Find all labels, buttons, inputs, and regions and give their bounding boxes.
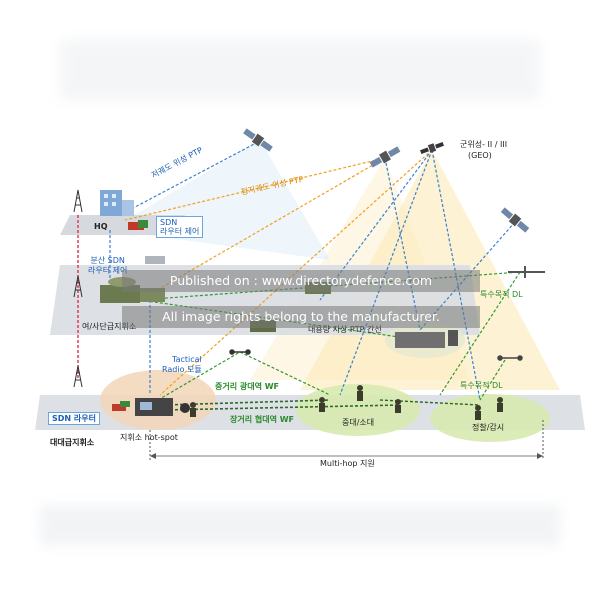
hq-label: HQ: [94, 222, 108, 231]
geo-link-hq: [124, 157, 386, 221]
company-label: 중대/소대: [342, 418, 375, 427]
battalion-router-icon: [120, 401, 130, 407]
division-cp-label: 여/사단급지휘소: [82, 322, 137, 331]
company-area: [296, 384, 420, 436]
long-range-wf-label: 장거리 협대역 WF: [230, 415, 295, 424]
background-blur-top: [60, 40, 540, 100]
multihop-arrow-left: [150, 453, 156, 459]
geo-satellite-icon: [420, 142, 444, 154]
cp-drone-link: [157, 351, 241, 401]
watermark-line-2: All image rights belong to the manufactu…: [122, 306, 480, 328]
large-ground-ptp-label: 대용량 지상 PTP 간선: [308, 325, 382, 334]
sdn-router-icon: [138, 220, 148, 228]
special-dl-bottom-label: 특수목적 DL: [460, 381, 503, 390]
cp-hotspot-label: 지휘소 hot-spot: [120, 433, 178, 442]
hq-building-icon: [100, 190, 134, 216]
mid-range-wf-label: 중거리 광대역 WF: [215, 382, 280, 391]
soldier-icons: [190, 385, 503, 420]
low-orbit-link: [119, 141, 259, 216]
background-blur-bottom: [40, 505, 560, 545]
sdn-router-icon: [128, 222, 144, 230]
surveillance-label: 정찰/감시: [472, 423, 505, 432]
sat-link-ptp: [384, 157, 421, 331]
ptp-station: [395, 330, 458, 348]
battalion-router-icon: [112, 404, 126, 411]
special-dl-top-label: 특수목적 DL: [480, 290, 523, 299]
battalion-cp-label: 대대급지휘소: [50, 438, 95, 447]
drone-icon: [229, 349, 251, 355]
sdn-router-control-label: SDN 라우터 제어: [156, 216, 204, 238]
satellite-icon: [500, 207, 530, 233]
hotspot-equipment: [135, 398, 190, 416]
hq-plane: [60, 215, 185, 235]
geo-link-battalion: [159, 149, 433, 396]
multihop-label: Multi-hop 지원: [320, 459, 375, 468]
watermark-line-1: Published on : www.directorydefence.com: [122, 270, 480, 292]
geo-label: (GEO): [468, 151, 492, 160]
sdn-router-label: SDN 라우터: [48, 412, 100, 425]
drone-company-link: [239, 351, 331, 396]
distributed-router-icon: [145, 256, 165, 264]
satellite-icon: [369, 146, 401, 168]
tactical-radio-label: Tactical Radio 모듈: [162, 355, 202, 374]
satellite-icon: [243, 128, 273, 152]
radio-tower-icon: [73, 189, 83, 388]
gun-satellite-label: 군위성- II / III: [460, 140, 508, 149]
long-range-link: [164, 404, 401, 411]
multihop-arrow-right: [537, 453, 543, 459]
uav-company-link: [439, 271, 521, 396]
low-orbit-beam: [110, 140, 330, 260]
small-drone-icon: [497, 355, 523, 361]
distributed-sdn-label: 분산 SDN 라우터 제어: [88, 256, 128, 275]
surveillance-area: [430, 394, 550, 442]
small-drone-link: [479, 359, 506, 401]
uav-icon: [508, 266, 545, 278]
